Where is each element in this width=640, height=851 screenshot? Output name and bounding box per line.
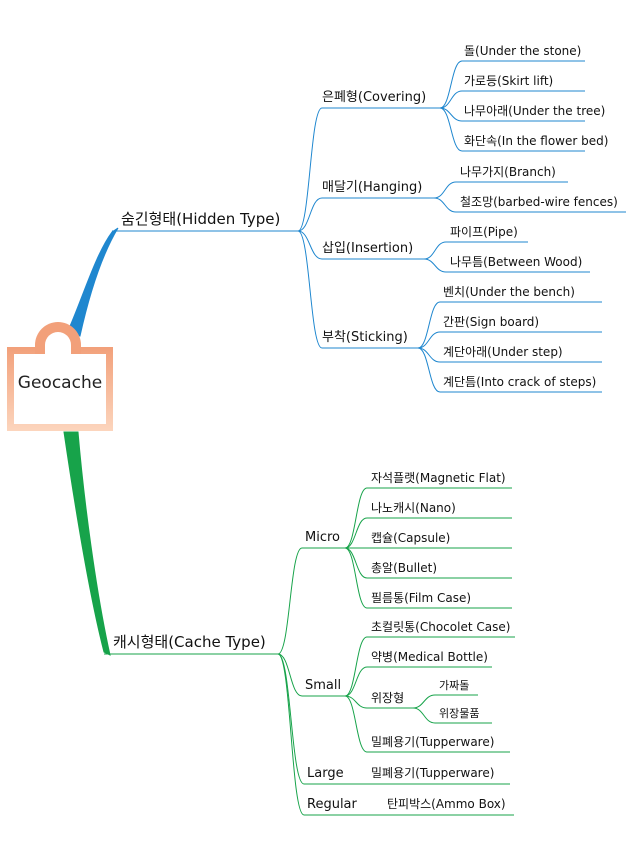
sticking-link-2: [417, 331, 441, 349]
link-small: [277, 653, 303, 697]
cache-type-label: 캐시형태(Cache Type): [113, 633, 266, 651]
sticking-item-4: 계단틈(Into crack of steps): [443, 375, 597, 389]
micro-item-3: 캡슐(Capsule): [371, 531, 451, 545]
micro-link-2: [344, 517, 368, 549]
hanging-item-2: 철조망(barbed-wire fences): [460, 195, 618, 209]
hanging-label: 매달기(Hanging): [322, 180, 423, 195]
covering-item-2: 가로등(Skirt lift): [464, 74, 554, 88]
covering-link-4: [439, 107, 463, 152]
small-item-2: 약병(Medical Bottle): [371, 650, 488, 664]
link-sticking: [297, 230, 323, 349]
small-link-1: [344, 636, 368, 697]
covering-link-1: [439, 60, 463, 109]
insertion-link-2: [423, 258, 447, 273]
link-hanging: [297, 197, 323, 232]
micro-link-1: [344, 487, 368, 549]
hidden-branch-trunk: [66, 227, 119, 337]
regular-label: Regular: [307, 797, 357, 812]
small-item-1: 초컬릿통(Chocolet Case): [371, 620, 511, 634]
hanging-link-1: [433, 181, 457, 199]
stomach-item-2: 위장물품: [439, 707, 480, 720]
sticking-link-4: [417, 347, 441, 393]
sticking-item-1: 벤치(Under the bench): [443, 285, 575, 299]
small-link-4: [344, 695, 368, 753]
root-node-inner: [14, 354, 106, 424]
cache-branch-trunk: [63, 431, 111, 656]
hanging-item-1: 나무가지(Branch): [460, 165, 556, 179]
sticking-item-2: 간판(Sign board): [443, 315, 540, 329]
large-label: Large: [307, 766, 344, 781]
link-micro: [277, 547, 303, 655]
covering-item-4: 화단속(In the flower bed): [464, 134, 609, 148]
covering-item-3: 나무아래(Under the tree): [464, 104, 606, 118]
sticking-label: 부착(Sticking): [322, 330, 408, 345]
covering-item-1: 돌(Under the stone): [464, 44, 582, 58]
sticking-link-1: [417, 301, 441, 349]
hanging-link-2: [433, 197, 457, 213]
micro-link-5: [344, 547, 368, 609]
link-insertion: [297, 230, 323, 260]
stomach-link-2: [412, 707, 436, 724]
link-large: [277, 653, 305, 785]
stomach-link-1: [412, 694, 436, 709]
small-label: Small: [305, 678, 342, 693]
small-item-tupperware: 밀폐용기(Tupperware): [371, 735, 495, 749]
micro-item-5: 필름통(Film Case): [371, 591, 472, 605]
root-node-label: Geocache: [17, 373, 103, 393]
stomach-label: 위장형: [371, 691, 405, 705]
small-link-3: [344, 695, 368, 709]
link-regular: [277, 653, 305, 816]
large-item-1: 밀폐용기(Tupperware): [371, 766, 495, 780]
small-link-2: [344, 666, 368, 697]
stomach-item-1: 가짜돌: [439, 679, 470, 692]
regular-item-1: 탄피박스(Ammo Box): [387, 797, 506, 811]
insertion-label: 삽입(Insertion): [322, 241, 414, 256]
insertion-item-1: 파이프(Pipe): [450, 225, 518, 239]
insertion-link-1: [423, 241, 447, 260]
hidden-type-label: 숨긴형태(Hidden Type): [121, 210, 281, 228]
sticking-item-3: 계단아래(Under step): [443, 345, 563, 359]
link-covering: [297, 107, 323, 232]
micro-label: Micro: [305, 530, 340, 545]
covering-link-2: [439, 90, 463, 109]
covering-label: 은폐형(Covering): [322, 90, 427, 105]
micro-item-1: 자석플랫(Magnetic Flat): [371, 471, 506, 485]
micro-item-4: 총알(Bullet): [371, 561, 438, 575]
micro-item-2: 나노캐시(Nano): [371, 501, 456, 515]
micro-link-4: [344, 547, 368, 579]
insertion-item-2: 나무틈(Between Wood): [450, 255, 583, 269]
